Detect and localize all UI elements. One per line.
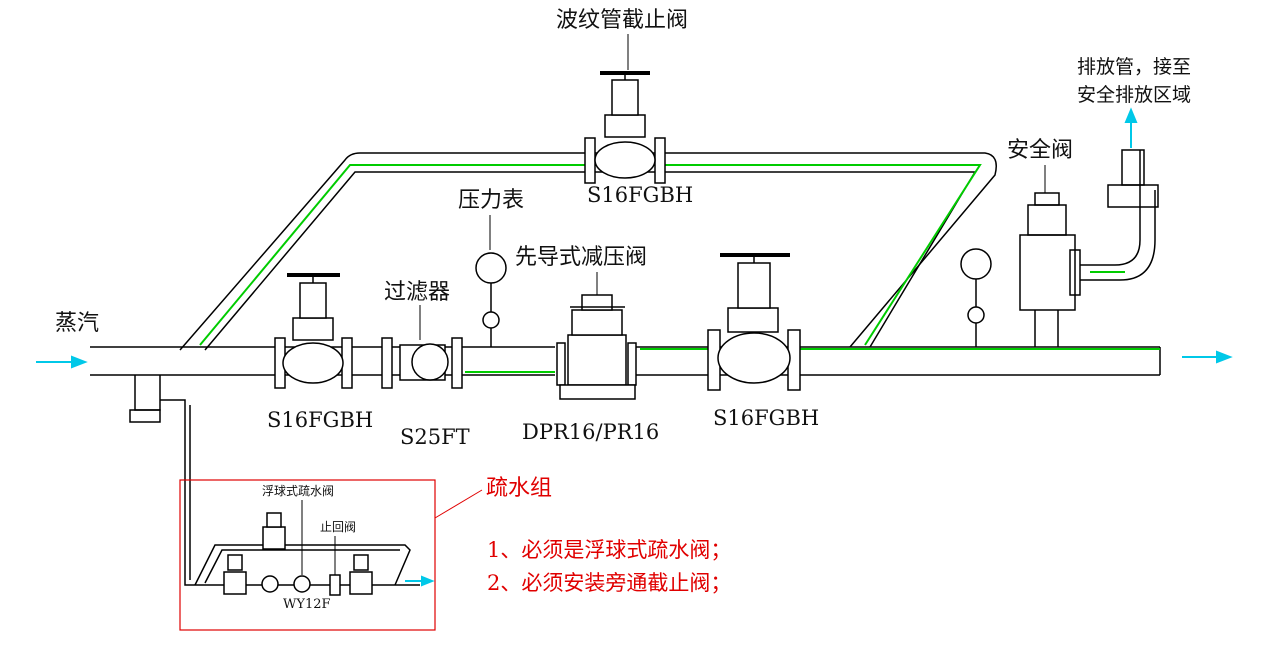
outlet-globe-valve: [707, 253, 801, 391]
flow-arrows: [36, 107, 1233, 587]
inlet-valve-model: S16FGBH: [267, 408, 374, 432]
strainer: [381, 337, 463, 389]
trap-model: WY12F: [283, 597, 331, 612]
pressure-gauge-2: [960, 248, 992, 347]
bellows-valve-model: S16FGBH: [587, 183, 694, 207]
bypass-globe-valve: [584, 71, 666, 184]
steam-label: 蒸汽: [55, 311, 100, 336]
safety-valve: [1019, 234, 1076, 311]
vent-pipe-label-1: 排放管，接至: [1077, 56, 1192, 78]
drain-bypass: [194, 544, 411, 586]
filter-label: 过滤器: [384, 280, 451, 305]
pressure-gauge-label: 压力表: [458, 188, 525, 213]
check-valve-label: 止回阀: [320, 520, 357, 534]
note-1: 1、必须是浮球式疏水阀；: [487, 538, 732, 562]
drain-flow-arrow: [405, 575, 435, 587]
inlet-flow-arrow: [36, 355, 88, 369]
vent-pipe: [1080, 150, 1156, 281]
drain-group-leader: [434, 489, 483, 519]
pressure-gauge-1: [475, 252, 507, 347]
vent-flow-arrow: [1124, 107, 1138, 148]
outlet-flow-arrow: [1182, 350, 1233, 364]
bypass-pipe: [179, 152, 997, 351]
safety-valve-label: 安全阀: [1007, 138, 1074, 163]
pilot-prv-model: DPR16/PR16: [522, 420, 660, 444]
note-2: 2、必须安装旁通截止阀；: [487, 571, 732, 595]
inlet-globe-valve: [274, 273, 353, 389]
drain-group-label: 疏水组: [486, 476, 553, 501]
drain-components: [223, 512, 373, 596]
drain-group-box: [179, 479, 436, 631]
bellows-valve-label: 波纹管截止阀: [556, 8, 689, 33]
float-trap-label: 浮球式疏水阀: [262, 484, 335, 498]
filter-model: S25FT: [400, 425, 470, 449]
pilot-reducing-valve: [556, 294, 637, 400]
outlet-valve-model: S16FGBH: [713, 406, 820, 430]
pilot-prv-label: 先导式减压阀: [515, 245, 648, 270]
vent-pipe-label-2: 安全排放区域: [1077, 84, 1192, 106]
